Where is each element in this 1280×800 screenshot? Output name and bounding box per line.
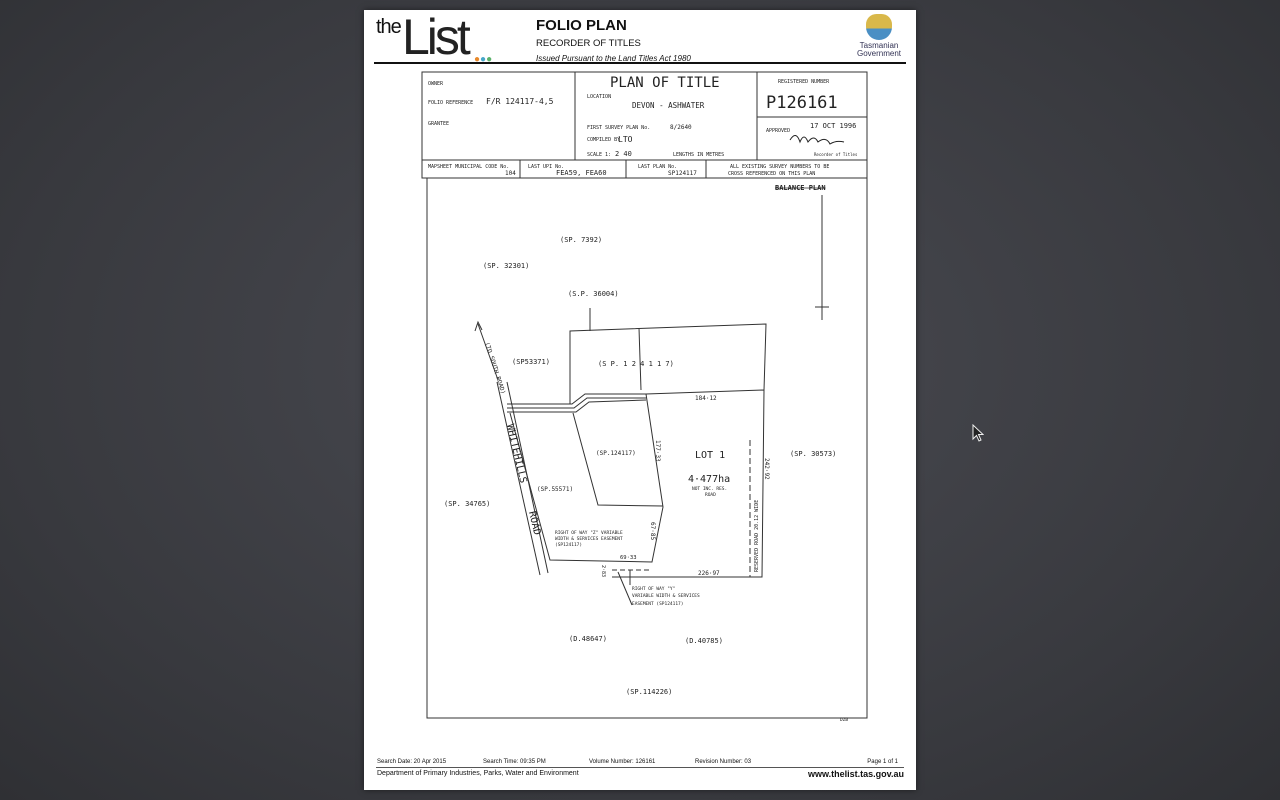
mouse-cursor-icon — [972, 424, 984, 442]
revision-number: Revision Number: 03 — [695, 759, 752, 765]
page-number: Page 1 of 1 — [867, 759, 898, 765]
gov-line2: Government — [856, 49, 902, 58]
gov-line1: Tasmanian — [859, 41, 899, 50]
header-rule — [374, 62, 906, 64]
search-date: Search Date: 20 Apr 2015 — [377, 759, 447, 765]
search-time: Search Time: 09:35 PM — [483, 759, 546, 765]
website: www.thelist.tas.gov.au — [807, 769, 904, 779]
doc-issued: Issued Pursuant to the Land Titles Act 1… — [536, 54, 691, 63]
logo-list: List — [402, 9, 471, 65]
doc-title: FOLIO PLAN — [536, 17, 627, 34]
department: Department of Primary Industries, Parks,… — [377, 770, 579, 777]
logo-dots: ●●● — [474, 54, 493, 65]
document-page: the List ●●● FOLIO PLAN RECORDER OF TITL… — [364, 9, 916, 790]
crest-icon — [866, 14, 892, 40]
doc-subtitle: RECORDER OF TITLES — [536, 38, 641, 49]
volume-number: Volume Number: 126161 — [589, 759, 656, 765]
tas-gov-logo: Tasmanian Government — [852, 14, 906, 58]
footer-rule — [376, 767, 904, 768]
logo-the: the — [376, 16, 402, 38]
